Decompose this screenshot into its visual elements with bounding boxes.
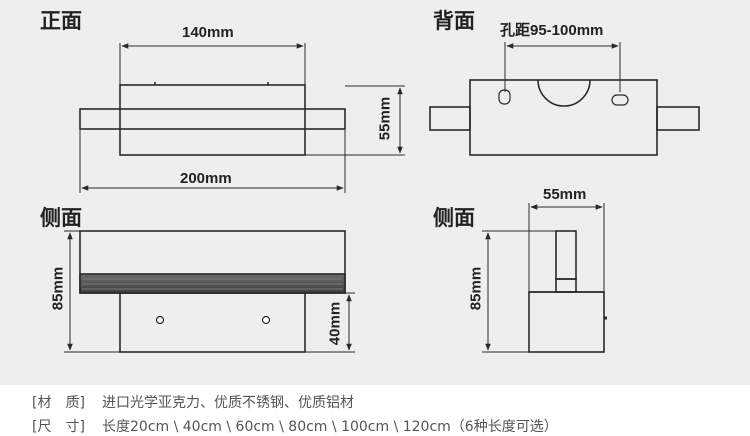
side-right-view-title: 侧面 (433, 206, 475, 230)
technical-drawing (64, 42, 700, 353)
front-dimensions (79, 43, 405, 193)
front-light-bar (79, 108, 346, 130)
front-width-bottom-label: 200mm (180, 170, 232, 187)
side-left-base-box (119, 292, 306, 353)
front-height-label: 55mm (376, 96, 394, 141)
spec-row-material: [材 质] 进口光学亚克力、优质不锈钢、优质铝材 (32, 392, 354, 412)
front-mount-box (119, 84, 306, 156)
side-right-arm (555, 230, 577, 280)
side-right-base (528, 291, 605, 353)
spec-value: 长度20cm \ 40cm \ 60cm \ 80cm \ 100cm \ 12… (102, 419, 558, 435)
back-bar-left (429, 106, 471, 131)
side-right-arm-joint (555, 278, 577, 293)
front-view-title: 正面 (40, 9, 82, 33)
hole-spacing-label: 孔距95-100mm (500, 22, 604, 39)
side-left-screws (155, 315, 271, 325)
spec-list: [材 质] 进口光学亚克力、优质不锈钢、优质铝材 [尺 寸] 长度20cm \ 40… (0, 388, 750, 435)
side-right-dimensions (482, 203, 605, 353)
back-holes (498, 89, 629, 106)
front-view (79, 82, 346, 156)
back-view-title: 背面 (433, 9, 475, 33)
side-right-width-label: 55mm (543, 186, 587, 203)
spec-row-size: [尺 寸] 长度20cm \ 40cm \ 60cm \ 80cm \ 100cm… (32, 416, 558, 436)
side-right-height-label: 85mm (467, 266, 485, 311)
side-left-view-title: 侧面 (40, 206, 82, 230)
side-height-label: 85mm (49, 266, 67, 311)
back-cable-cutout (537, 79, 591, 107)
back-hole-left (498, 89, 511, 105)
drawing-panel (0, 0, 750, 385)
side-left-screw-right (261, 315, 271, 325)
spec-key: [尺 寸] (32, 419, 85, 435)
back-dimensions (504, 42, 621, 92)
back-hole-right (611, 94, 629, 106)
side-right-view (528, 230, 607, 353)
back-view (429, 79, 700, 156)
spec-value: 进口光学亚克力、优质不锈钢、优质铝材 (102, 395, 354, 411)
back-mount-plate (469, 79, 658, 156)
side-left-view (79, 230, 346, 353)
front-width-top-label: 140mm (182, 24, 234, 41)
side-left-screw-left (155, 315, 165, 325)
side-base-height-label: 40mm (326, 301, 344, 346)
back-bar-right (656, 106, 700, 131)
spec-key: [材 质] (32, 395, 85, 411)
side-left-dimensions (64, 230, 355, 353)
